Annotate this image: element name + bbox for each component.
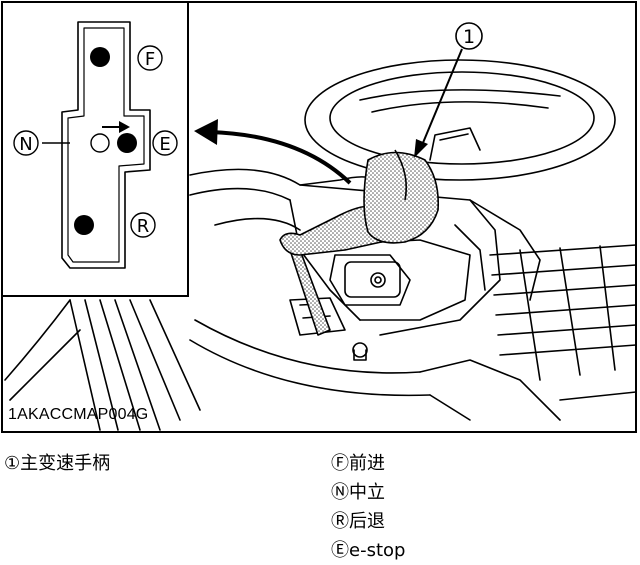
legend-text-n: 中立 <box>349 482 385 503</box>
legend-symbol-f: Ⓕ <box>331 453 349 474</box>
gate-position-reverse <box>74 215 94 235</box>
legend-item-neutral: Ⓝ中立 <box>331 482 385 504</box>
callout-1-circle <box>455 22 483 50</box>
legend-item-reverse: Ⓡ后退 <box>331 511 385 533</box>
shift-lever-knob <box>363 151 440 244</box>
gate-position-forward <box>90 47 110 67</box>
steering-wheel <box>304 59 616 181</box>
tractor-scene <box>4 59 637 431</box>
shift-gate-outline <box>61 21 151 269</box>
gate-direction-arrow <box>119 121 130 133</box>
callout-1: 1 <box>414 22 483 158</box>
legend-item-estop: Ⓔe-stop <box>331 540 405 562</box>
callout-1-leader <box>419 48 463 151</box>
figure-code: 1AKACCMAP004G <box>8 406 149 423</box>
legend-symbol-1: ① <box>4 453 21 474</box>
legend-item-forward: Ⓕ前进 <box>331 453 385 475</box>
legend-item-main-shift-lever: ①主变速手柄 <box>4 453 110 475</box>
inset-label-neutral: N <box>19 134 32 155</box>
shift-gate-inset: F N E R <box>1 1 189 297</box>
inset-label-forward: F <box>145 49 155 70</box>
shift-lever <box>279 149 440 336</box>
legend-text-1: 主变速手柄 <box>20 453 111 474</box>
gate-position-estop <box>117 133 137 153</box>
legend-text-r: 后退 <box>349 511 385 532</box>
figure-illustration: 1 F N E R <box>1 1 637 433</box>
legend-text-f: 前进 <box>349 453 385 474</box>
legend-symbol-r: Ⓡ <box>331 511 349 532</box>
callout-1-number: 1 <box>463 26 475 48</box>
inset-label-reverse: R <box>137 216 150 237</box>
legend-symbol-n: Ⓝ <box>331 482 349 503</box>
legend-symbol-e: Ⓔ <box>331 540 349 561</box>
pointer-arrow <box>209 130 352 185</box>
gate-position-neutral <box>90 133 110 153</box>
legend-text-e: e-stop <box>349 540 406 561</box>
inset-label-estop: E <box>159 134 170 155</box>
